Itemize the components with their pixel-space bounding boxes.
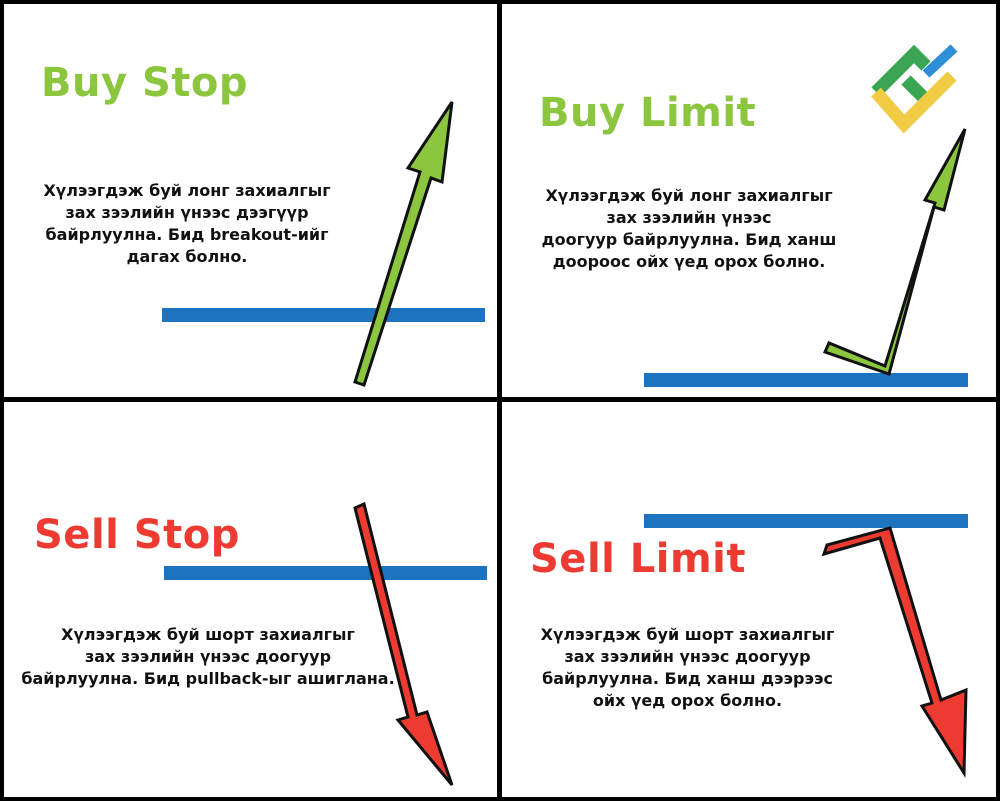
sell-limit-desc-line: байрлуулна. Бид ханш дээрээс	[542, 669, 833, 688]
sell-limit-description: Хүлээгдэж буй шорт захиалгыг зах зээлийн…	[530, 624, 845, 712]
brand-logo-icon	[871, 44, 958, 134]
sell-stop-title: Sell Stop	[34, 512, 240, 558]
buy-limit-desc-line: доогуур байрлуулна. Бид ханш	[541, 230, 837, 249]
buy-limit-desc-line: Хүлээгдэж буй лонг захиалгыг	[545, 186, 833, 205]
buy-stop-desc-line: байрлуулна. Бид breakout-ийг	[45, 225, 329, 244]
buy-stop-arrow	[353, 101, 454, 387]
sell-limit-price-level	[644, 514, 968, 528]
sell-limit-desc-line: ойх үед орох болно.	[592, 691, 783, 710]
buy-stop-desc-line: зах зээлийн үнээс дээгүүр	[65, 203, 309, 222]
sell-limit-title: Sell Limit	[530, 536, 746, 582]
buy-stop-price-level	[162, 308, 485, 322]
buy-limit-desc-line: зах зээлийн үнээс	[606, 208, 772, 227]
buy-limit-title: Buy Limit	[539, 90, 757, 136]
buy-stop-description: Хүлээгдэж буй лонг захиалгыг зах зээлийн…	[34, 180, 340, 268]
sell-stop-price-level	[164, 566, 487, 580]
buy-limit-desc-line: доороос ойх үед орох болно.	[552, 252, 826, 271]
buy-limit-description: Хүлээгдэж буй лонг захиалгыг зах зээлийн…	[534, 185, 844, 273]
buy-limit-price-level	[644, 373, 968, 387]
sell-stop-desc-line: Хүлээгдэж буй шорт захиалгыг	[61, 625, 355, 644]
sell-limit-desc-line: Хүлээгдэж буй шорт захиалгыг	[540, 625, 835, 644]
panel-buy-limit: Buy Limit Хүлээгдэж буй лонг захиалгыг з…	[502, 4, 996, 397]
buy-stop-desc-line: дагах болно.	[126, 247, 248, 266]
sell-stop-arrow	[353, 501, 454, 786]
sell-limit-arrow	[821, 526, 968, 779]
buy-stop-desc-line: Хүлээгдэж буй лонг захиалгыг	[43, 181, 331, 200]
panel-sell-limit: Sell Limit Хүлээгдэж буй шорт захиалгыг …	[502, 402, 996, 797]
sell-stop-description: Хүлээгдэж буй шорт захиалгыг зах зээлийн…	[12, 624, 404, 690]
sell-stop-desc-line: байрлуулна. Бид pullback-ыг ашиглана.	[21, 669, 395, 688]
buy-limit-arrow	[822, 128, 967, 376]
buy-stop-title: Buy Stop	[41, 60, 249, 106]
sell-stop-desc-line: зах зээлийн үнээс доогуур	[84, 647, 332, 666]
sell-limit-desc-line: зах зээлийн үнээс доогуур	[564, 647, 811, 666]
